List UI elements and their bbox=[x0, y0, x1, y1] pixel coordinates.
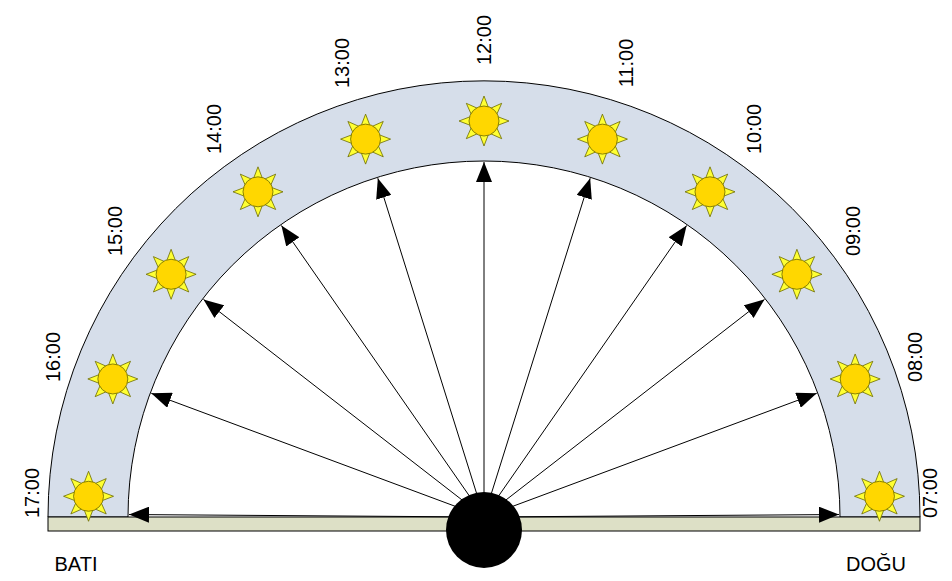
sun-rays bbox=[88, 354, 138, 404]
sun-disc bbox=[782, 259, 812, 289]
sun-rays bbox=[233, 167, 283, 217]
sun-icon bbox=[830, 354, 880, 404]
ray-arrow bbox=[484, 178, 590, 517]
sun-disc bbox=[98, 364, 128, 394]
sun-disc bbox=[243, 177, 273, 207]
sun-rays bbox=[341, 114, 391, 164]
sun-rays bbox=[854, 471, 904, 521]
ray-arrow bbox=[484, 393, 817, 517]
time-label: 14:00 bbox=[204, 104, 224, 154]
sun-icon bbox=[88, 354, 138, 404]
sun-icon bbox=[341, 114, 391, 164]
sun-icon bbox=[577, 114, 627, 164]
sun-icon bbox=[685, 167, 735, 217]
time-label: 12:00 bbox=[474, 15, 494, 65]
time-label: 11:00 bbox=[616, 39, 636, 88]
sun-icon bbox=[772, 249, 822, 299]
sun-disc bbox=[74, 481, 104, 511]
ray-arrow bbox=[281, 225, 484, 517]
sun-rays bbox=[577, 114, 627, 164]
ray-arrow bbox=[129, 515, 484, 517]
sun-disc bbox=[351, 124, 381, 154]
sun-rays bbox=[830, 354, 880, 404]
time-label: 15:00 bbox=[105, 206, 125, 256]
ray-arrow bbox=[151, 393, 484, 517]
sun-disc bbox=[469, 106, 499, 136]
time-label: 07:00 bbox=[920, 468, 940, 518]
sky-band bbox=[48, 81, 920, 517]
sun-disc bbox=[587, 124, 617, 154]
sun-disc bbox=[864, 481, 894, 511]
sun-icon bbox=[233, 167, 283, 217]
sun-rays bbox=[146, 249, 196, 299]
sun-disc bbox=[840, 364, 870, 394]
suns bbox=[64, 96, 905, 521]
sun-rays bbox=[64, 471, 114, 521]
sun-icon bbox=[146, 249, 196, 299]
sun-rays bbox=[685, 167, 735, 217]
ray-arrow bbox=[484, 515, 839, 517]
time-label: 10:00 bbox=[744, 104, 764, 154]
ray-arrows bbox=[129, 162, 839, 517]
direction-label: BATI bbox=[55, 554, 98, 574]
time-label: 16:00 bbox=[43, 332, 63, 382]
ray-arrow bbox=[484, 162, 485, 517]
sun-rays bbox=[459, 96, 509, 146]
sun-disc bbox=[156, 259, 186, 289]
time-label: 17:00 bbox=[22, 468, 42, 518]
time-label: 09:00 bbox=[843, 206, 863, 256]
sun-icon bbox=[854, 471, 904, 521]
ray-arrow bbox=[378, 178, 484, 517]
sun-icon bbox=[459, 96, 509, 146]
time-label: 08:00 bbox=[905, 332, 925, 382]
ray-arrow bbox=[203, 299, 484, 517]
ray-arrow bbox=[484, 225, 687, 517]
time-label: 13:00 bbox=[332, 38, 352, 88]
sun-disc bbox=[695, 177, 725, 207]
sun-rays bbox=[772, 249, 822, 299]
ray-arrow bbox=[484, 299, 765, 517]
direction-label: DOĞU bbox=[846, 554, 906, 574]
observer-dot bbox=[446, 492, 522, 568]
sun-icon bbox=[64, 471, 114, 521]
